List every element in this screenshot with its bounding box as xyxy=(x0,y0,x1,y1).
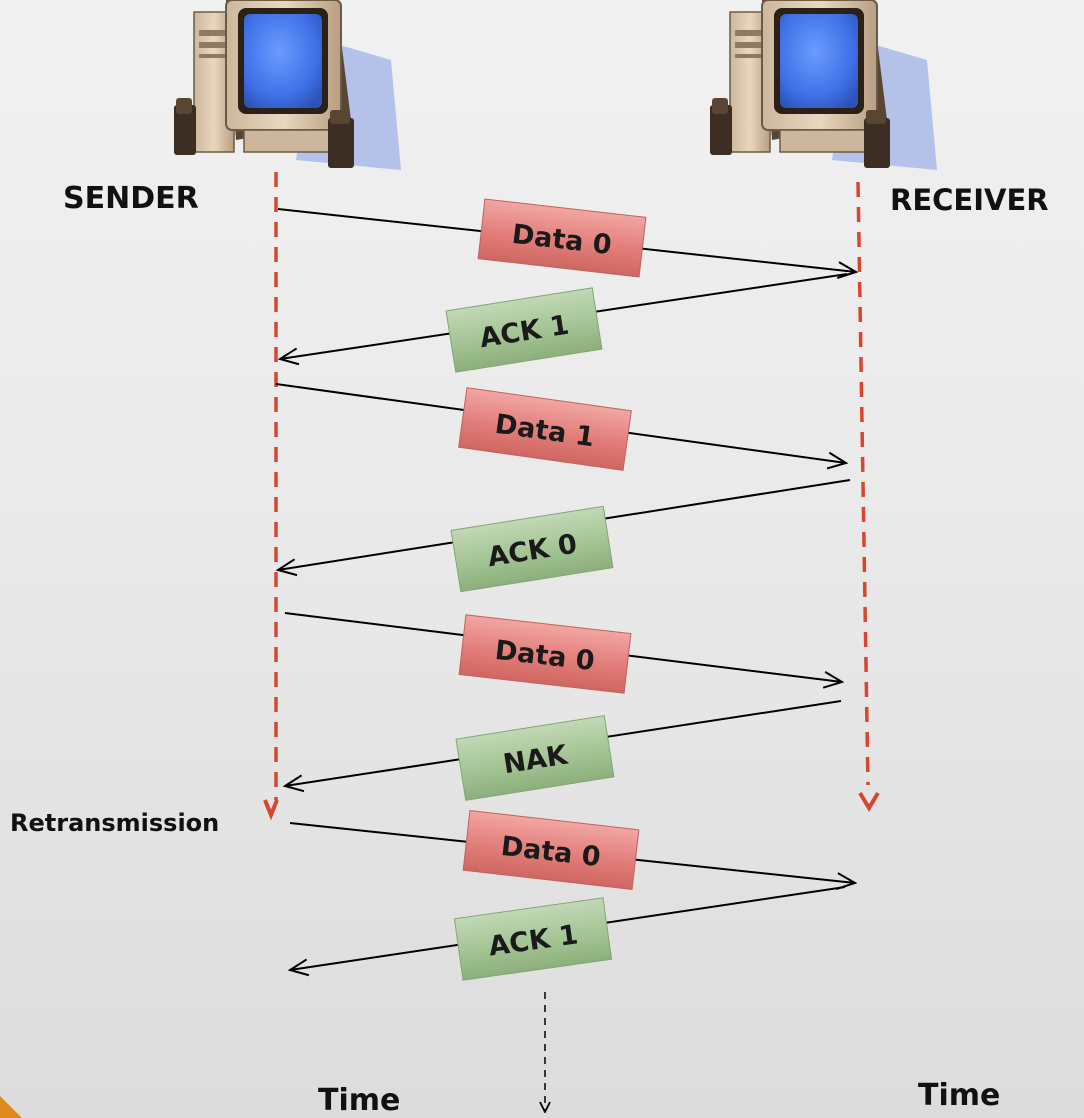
sender-label: SENDER xyxy=(63,181,199,216)
receiver-time-arrowhead xyxy=(858,791,880,812)
packet-nak: NAK xyxy=(455,715,615,801)
packet-data-0-b: Data 0 xyxy=(458,614,632,694)
packet-ack-0: ACK 0 xyxy=(450,505,614,593)
time-label-right: Time xyxy=(918,1078,1000,1113)
retransmission-label: Retransmission xyxy=(10,809,219,837)
packet-data-0-retransmit: Data 0 xyxy=(462,810,640,890)
corner-accent xyxy=(0,1096,22,1118)
receiver-label: RECEIVER xyxy=(890,183,1049,217)
packet-ack-1-b: ACK 1 xyxy=(453,897,613,981)
receiver-computer-icon xyxy=(710,0,937,170)
packet-data-0: Data 0 xyxy=(477,198,647,278)
packet-ack-1: ACK 1 xyxy=(445,287,603,373)
packet-data-1: Data 1 xyxy=(458,387,632,471)
time-label-left: Time xyxy=(318,1083,400,1118)
receiver-timeline xyxy=(856,181,870,786)
sender-computer-icon xyxy=(174,0,401,170)
sender-time-arrowhead xyxy=(263,799,279,821)
